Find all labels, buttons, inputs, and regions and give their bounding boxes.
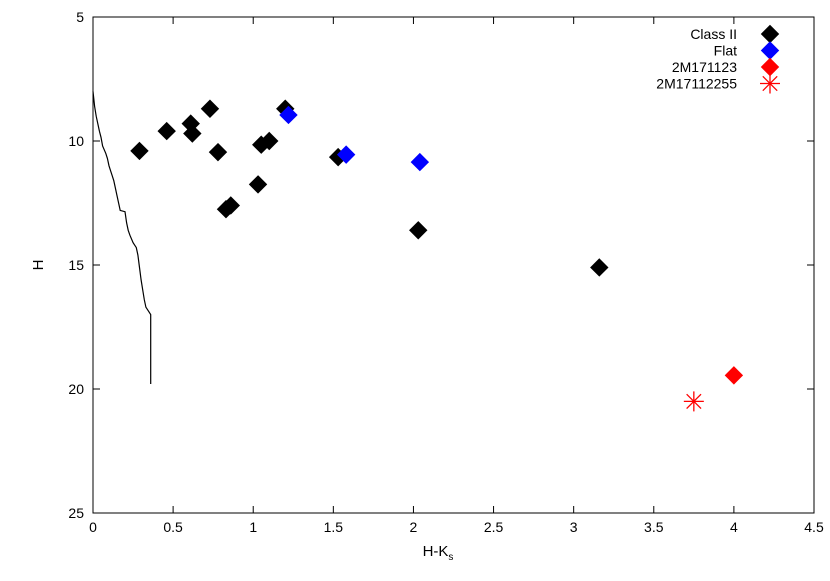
points-layer (130, 99, 744, 412)
x-tick-label: 0.5 (163, 519, 183, 535)
isochrone-line (92, 91, 152, 384)
legend-marker (760, 24, 780, 44)
data-point-class-ii (221, 196, 240, 215)
data-point-class-ii (200, 99, 220, 118)
y-axis-title: H (30, 260, 47, 271)
x-axis-title-subscript: s (448, 552, 453, 563)
x-axis-title: H-Ks (423, 543, 454, 563)
legend-marker (760, 73, 780, 94)
data-point-class-ii (130, 141, 149, 161)
x-tick-label: 0 (89, 519, 97, 535)
data-point-class-ii (260, 131, 279, 151)
legend-label: 2M17112255 (656, 76, 737, 92)
x-tick-label: 3.5 (644, 519, 664, 535)
x-tick-label: 4.5 (804, 519, 824, 535)
legend-marker (760, 41, 780, 60)
isochrone-layer (92, 91, 152, 384)
legend-marker (760, 57, 780, 77)
x-tick-label: 3 (570, 519, 578, 535)
data-point-flat (410, 152, 430, 172)
y-tick-label: 5 (76, 9, 84, 25)
data-point-class-ii (183, 124, 202, 143)
x-tick-label: 2 (410, 519, 418, 535)
x-tick-label: 1.5 (324, 519, 344, 535)
data-point-class-ii (590, 258, 609, 277)
data-point-class-ii (248, 175, 268, 194)
data-point-flat (279, 105, 298, 125)
data-point-class-ii (157, 121, 176, 141)
legend-label: Flat (714, 43, 737, 59)
data-point-flat (336, 145, 356, 164)
x-axis-title-main: H-K (423, 543, 449, 560)
x-tick-label: 2.5 (484, 519, 504, 535)
y-tick-label: 25 (68, 505, 84, 521)
data-point-class-ii (208, 142, 228, 162)
x-tick-label: 4 (730, 519, 738, 535)
y-axis-ticks: 5 10 15 20 25 (68, 9, 814, 521)
x-tick-label: 1 (249, 519, 257, 535)
data-point-class-ii (409, 221, 428, 240)
legend-label: Class II (690, 26, 737, 42)
legend-label: 2M171123 (672, 59, 737, 75)
data-point-2m17112255 (683, 391, 704, 412)
y-tick-label: 20 (68, 381, 84, 397)
y-tick-label: 10 (68, 133, 84, 149)
x-axis-ticks: 0 0.5 1 1.5 2 2.5 3 3.5 4 4.5 (89, 17, 824, 535)
data-point-2m171123 (724, 366, 744, 385)
y-tick-label: 15 (68, 257, 84, 273)
